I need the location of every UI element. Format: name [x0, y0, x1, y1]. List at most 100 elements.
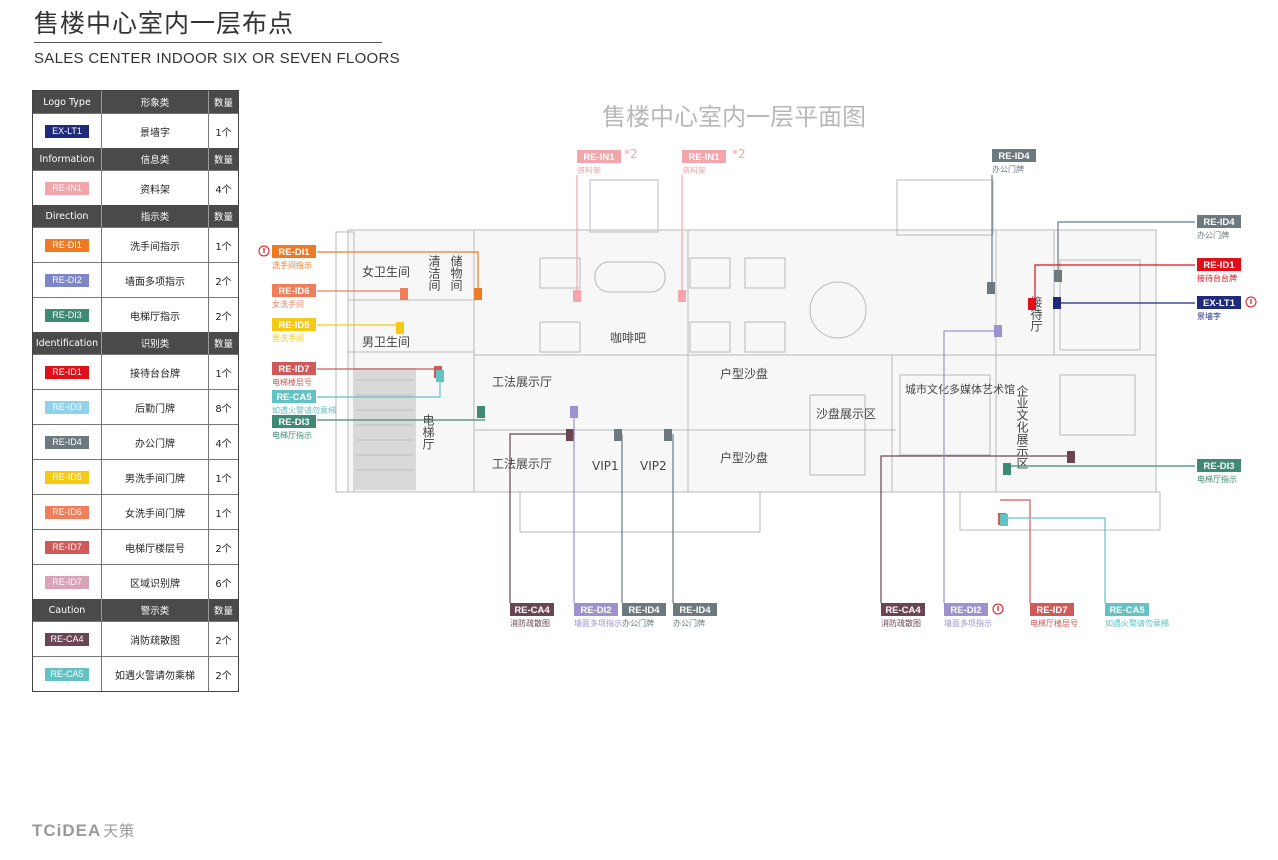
callout-tag — [673, 603, 717, 616]
callout-tag — [944, 603, 988, 616]
legend-code-cell: RE-ID6 — [33, 495, 102, 529]
callout-code: RE-ID5 — [278, 320, 310, 331]
callout-tag — [574, 603, 618, 616]
legend-code-cell: RE-ID7 — [33, 530, 102, 564]
sign-position-marker — [566, 429, 574, 441]
callout-tag — [510, 603, 554, 616]
callout-leader-line — [1034, 264, 1195, 300]
room-label: 户型沙盘 — [720, 366, 768, 381]
legend-header-cell: Information — [33, 148, 102, 170]
callout-code: RE-ID6 — [278, 286, 309, 297]
room-label: 工法展示厅 — [492, 375, 552, 389]
legend-code-cell: EX-LT1 — [33, 114, 102, 148]
legend-header-cell: 警示类 — [102, 599, 209, 621]
callout-tag — [272, 415, 316, 428]
callout-code: RE-CA5 — [1109, 605, 1145, 616]
callout-caption: 男洗手间 — [272, 333, 304, 343]
callout-caption: 墙面多项指示 — [574, 618, 622, 628]
legend-code-cell: RE-CA5 — [33, 657, 102, 691]
legend-code-chip: RE-IN1 — [45, 181, 89, 195]
sign-position-marker — [614, 429, 622, 441]
callout-code: RE-ID4 — [1203, 217, 1235, 228]
legend-label-cell: 后勤门牌 — [102, 390, 209, 424]
callout-code: RE-DI1 — [278, 247, 310, 258]
callout-caption: 景墙字 — [1197, 311, 1221, 321]
legend-code-cell: RE-ID7 — [33, 565, 102, 599]
legend-code-chip: RE-ID6 — [45, 505, 89, 519]
legend-qty-cell: 1个 — [215, 368, 232, 380]
legend-code-chip: RE-DI3 — [45, 308, 89, 322]
callout-leader-line — [1057, 221, 1195, 278]
legend-code-chip: RE-CA5 — [45, 667, 89, 681]
room-label: 城市文化多媒体艺术馆 — [905, 382, 1015, 396]
page-title: 售楼中心室内一层布点 — [34, 9, 295, 38]
sign-position-marker — [1054, 270, 1062, 282]
callout-code: RE-IN1 — [583, 152, 615, 163]
legend-label-cell: 消防疏散图 — [102, 622, 209, 656]
legend-code-chip: RE-ID4 — [45, 435, 89, 449]
sign-position-marker — [400, 288, 408, 300]
logo-latin-text: TCiDEA — [32, 821, 102, 840]
sign-callout: RE-DI3 电梯厅指示 — [272, 406, 485, 440]
legend-label-cell: 接待台台牌 — [102, 355, 209, 389]
callout-code: RE-ID7 — [1036, 605, 1067, 616]
room-label: 沙盘展示区 — [816, 406, 876, 421]
legend-qty-cell: 6个 — [215, 578, 232, 590]
sign-position-marker — [1003, 463, 1011, 475]
legend-label-cell: 女洗手间门牌 — [102, 495, 209, 529]
legend-code-cell: RE-ID3 — [33, 390, 102, 424]
sign-position-marker — [1053, 297, 1061, 309]
legend-code-cell: RE-IN1 — [33, 171, 102, 205]
sign-position-marker — [987, 282, 995, 294]
legend-label-cell: 男洗手间门牌 — [102, 460, 209, 494]
legend-qty-cell: 1个 — [215, 473, 232, 485]
callout-caption: 电梯厅指示 — [272, 430, 312, 440]
legend-qty-cell: 1个 — [215, 508, 232, 520]
callout-caption: 资料架 — [682, 165, 706, 175]
legend-qty-cell: 2个 — [215, 635, 232, 647]
legend-header-cell: 识别类 — [102, 332, 209, 354]
legend-header-cell: Identification — [33, 332, 102, 354]
legend-label-cell: 墙面多项指示 — [102, 263, 209, 297]
sign-position-marker — [664, 429, 672, 441]
callout-caption: 消防疏散图 — [510, 618, 550, 628]
legend-label-cell: 洗手间指示 — [102, 228, 209, 262]
callout-leader-line — [880, 455, 1075, 603]
callout-code: RE-CA5 — [276, 392, 312, 403]
plan-title: 售楼中心室内一层平面图 — [602, 103, 866, 131]
legend-code-chip: RE-ID7 — [45, 540, 89, 554]
callout-leader-line — [509, 433, 575, 603]
legend-qty-cell: 2个 — [215, 276, 232, 288]
callout-code: RE-CA4 — [514, 605, 550, 616]
floor-plan-walls — [335, 179, 1161, 533]
sign-position-marker — [1000, 514, 1008, 526]
sign-callout: RE-ID7 电梯厅楼层号 — [998, 499, 1078, 628]
sign-callout: RE-ID5 男洗手间 — [272, 318, 404, 343]
room-label: 女卫生间 — [362, 264, 410, 279]
legend-qty-cell: 2个 — [215, 543, 232, 555]
callout-caption: 电梯厅楼层号 — [1030, 618, 1078, 628]
legend-header-cell: 数量 — [213, 155, 233, 166]
legend-qty-cell: 1个 — [215, 127, 232, 139]
callout-tag — [1197, 258, 1241, 271]
legend-qty-cell: 8个 — [215, 403, 232, 415]
callout-code: RE-DI3 — [278, 417, 309, 428]
callout-leader-line — [1003, 517, 1106, 603]
